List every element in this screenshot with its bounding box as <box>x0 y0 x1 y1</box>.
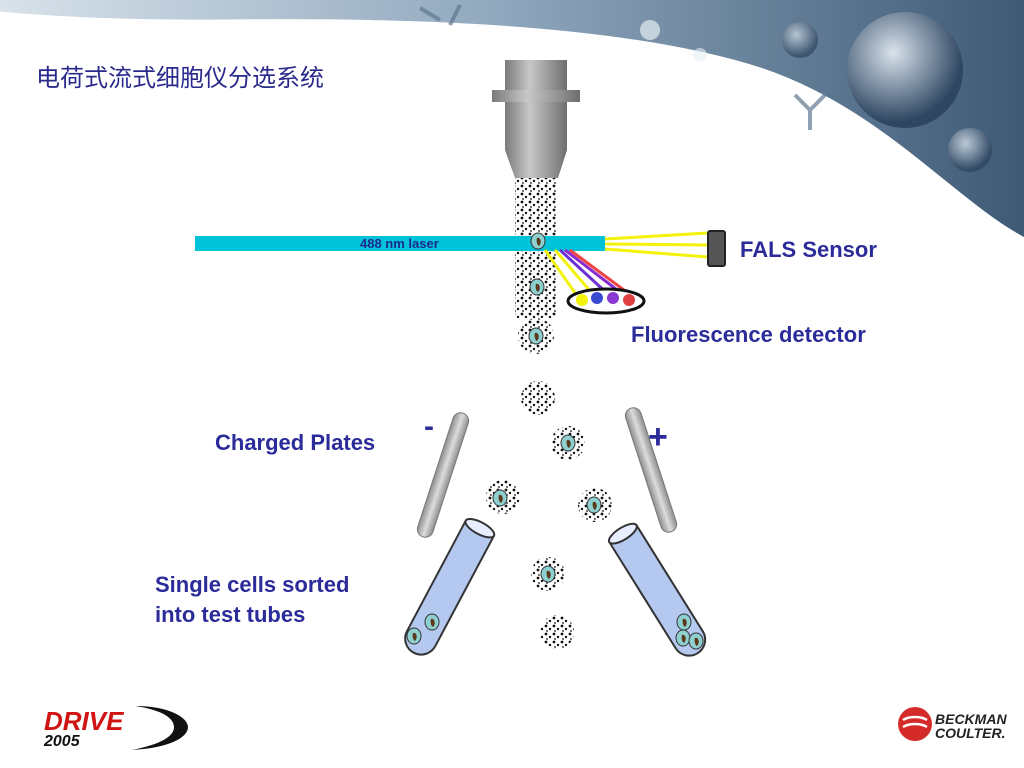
beckman-coulter-wordmark: BECKMAN COULTER. <box>935 712 1007 740</box>
fluorescence-detector-label: Fluorescence detector <box>631 322 866 347</box>
sorted-cells-label: Single cells sorted into test tubes <box>155 570 349 630</box>
charged-plates-label: Charged Plates <box>215 430 376 455</box>
charged-plate-positive <box>624 407 678 533</box>
forward-scatter-rays <box>604 231 709 259</box>
fals-sensor-label: FALS Sensor <box>740 237 877 262</box>
sorted-label-line2: into test tubes <box>155 602 306 627</box>
laser-beam <box>195 236 605 251</box>
company-line2: COULTER. <box>935 725 1006 741</box>
cell-sphere-icon <box>847 12 963 128</box>
sorted-label-line1: Single cells sorted <box>155 572 350 597</box>
fals-sensor <box>707 230 726 267</box>
header-background <box>0 0 1024 240</box>
svg-text:2005: 2005 <box>43 733 81 750</box>
svg-text:DRIVE: DRIVE <box>44 706 124 736</box>
droplets <box>486 318 612 649</box>
charged-plate-negative <box>416 412 470 538</box>
fluorescence-detector <box>566 287 646 315</box>
positive-sign: + <box>648 418 668 456</box>
negative-sign: - <box>424 410 434 443</box>
company-line1: BECKMAN <box>935 711 1007 727</box>
antibody-icon <box>418 4 827 130</box>
beckman-coulter-logo-icon <box>898 707 932 741</box>
flow-nozzle <box>492 60 580 178</box>
slide-title: 电荷式流式细胞仪分选系统 <box>36 64 324 92</box>
drive-2005-logo: DRIVE 2005 <box>43 706 188 750</box>
laser-label: 488 nm laser <box>360 236 439 251</box>
